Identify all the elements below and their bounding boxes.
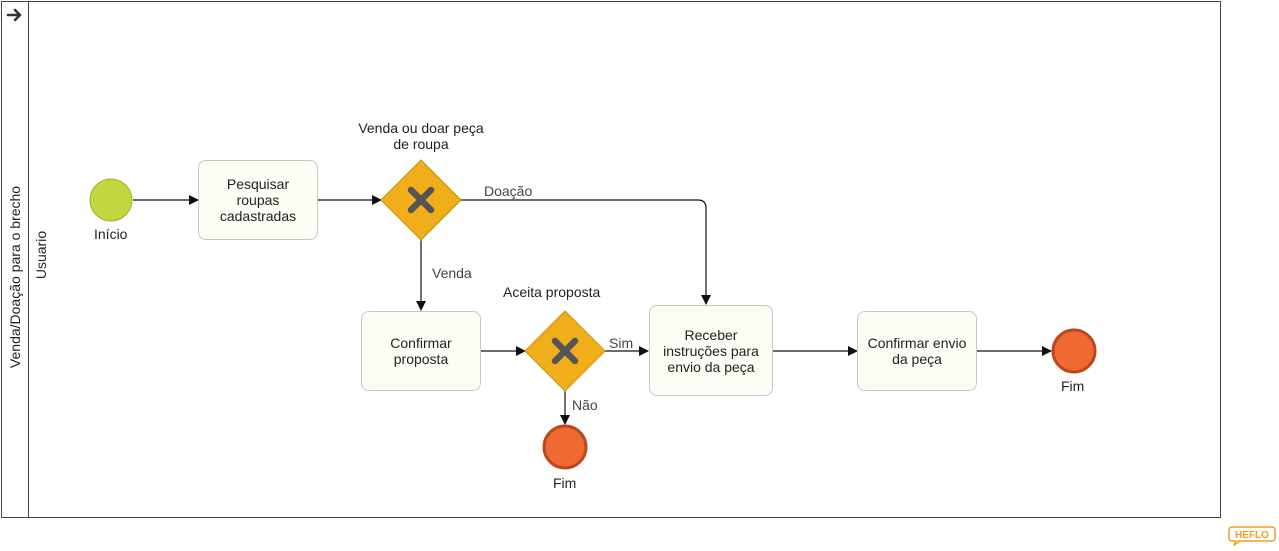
arrow-right-icon[interactable]: [6, 6, 24, 24]
exclusive-x-icon: [551, 337, 579, 365]
end-event-completed[interactable]: [1051, 328, 1097, 374]
heflo-logo-text: HEFLO: [1235, 530, 1269, 541]
pool: Venda/Doação para o brecho Usuario: [1, 1, 1221, 518]
flow-donation-label: Doação: [484, 183, 533, 199]
task-search-clothes[interactable]: Pesquisar roupas cadastradas: [198, 160, 318, 240]
gateway-accept-proposal-label: Aceita proposta: [503, 284, 601, 300]
task-receive-instructions[interactable]: Receber instruções para envio da peça: [649, 305, 773, 396]
start-event-label: Início: [94, 226, 128, 242]
end-event-rejected[interactable]: [542, 424, 588, 470]
gateway-sell-or-donate[interactable]: [380, 159, 462, 241]
flow-donation[interactable]: [461, 199, 711, 305]
start-event[interactable]: [89, 178, 133, 222]
pool-header: Venda/Doação para o brecho: [2, 2, 29, 517]
end-event-completed-label: Fim: [1061, 378, 1085, 394]
flow-yes-label: Sim: [609, 335, 634, 351]
task-confirm-proposal[interactable]: Confirmar proposta: [361, 311, 481, 391]
end-event-rejected-label: Fim: [553, 475, 577, 491]
gateway-sell-or-donate-label: Venda ou doar peça de roupa: [358, 120, 484, 152]
flow-no-label: Não: [572, 397, 598, 413]
heflo-logo: HEFLO: [1228, 526, 1276, 546]
exclusive-x-icon: [407, 186, 435, 214]
gateway-accept-proposal[interactable]: [524, 310, 606, 392]
flow-sale-label: Venda: [432, 265, 472, 281]
task-confirm-shipping[interactable]: Confirmar envio da peça: [857, 311, 977, 391]
